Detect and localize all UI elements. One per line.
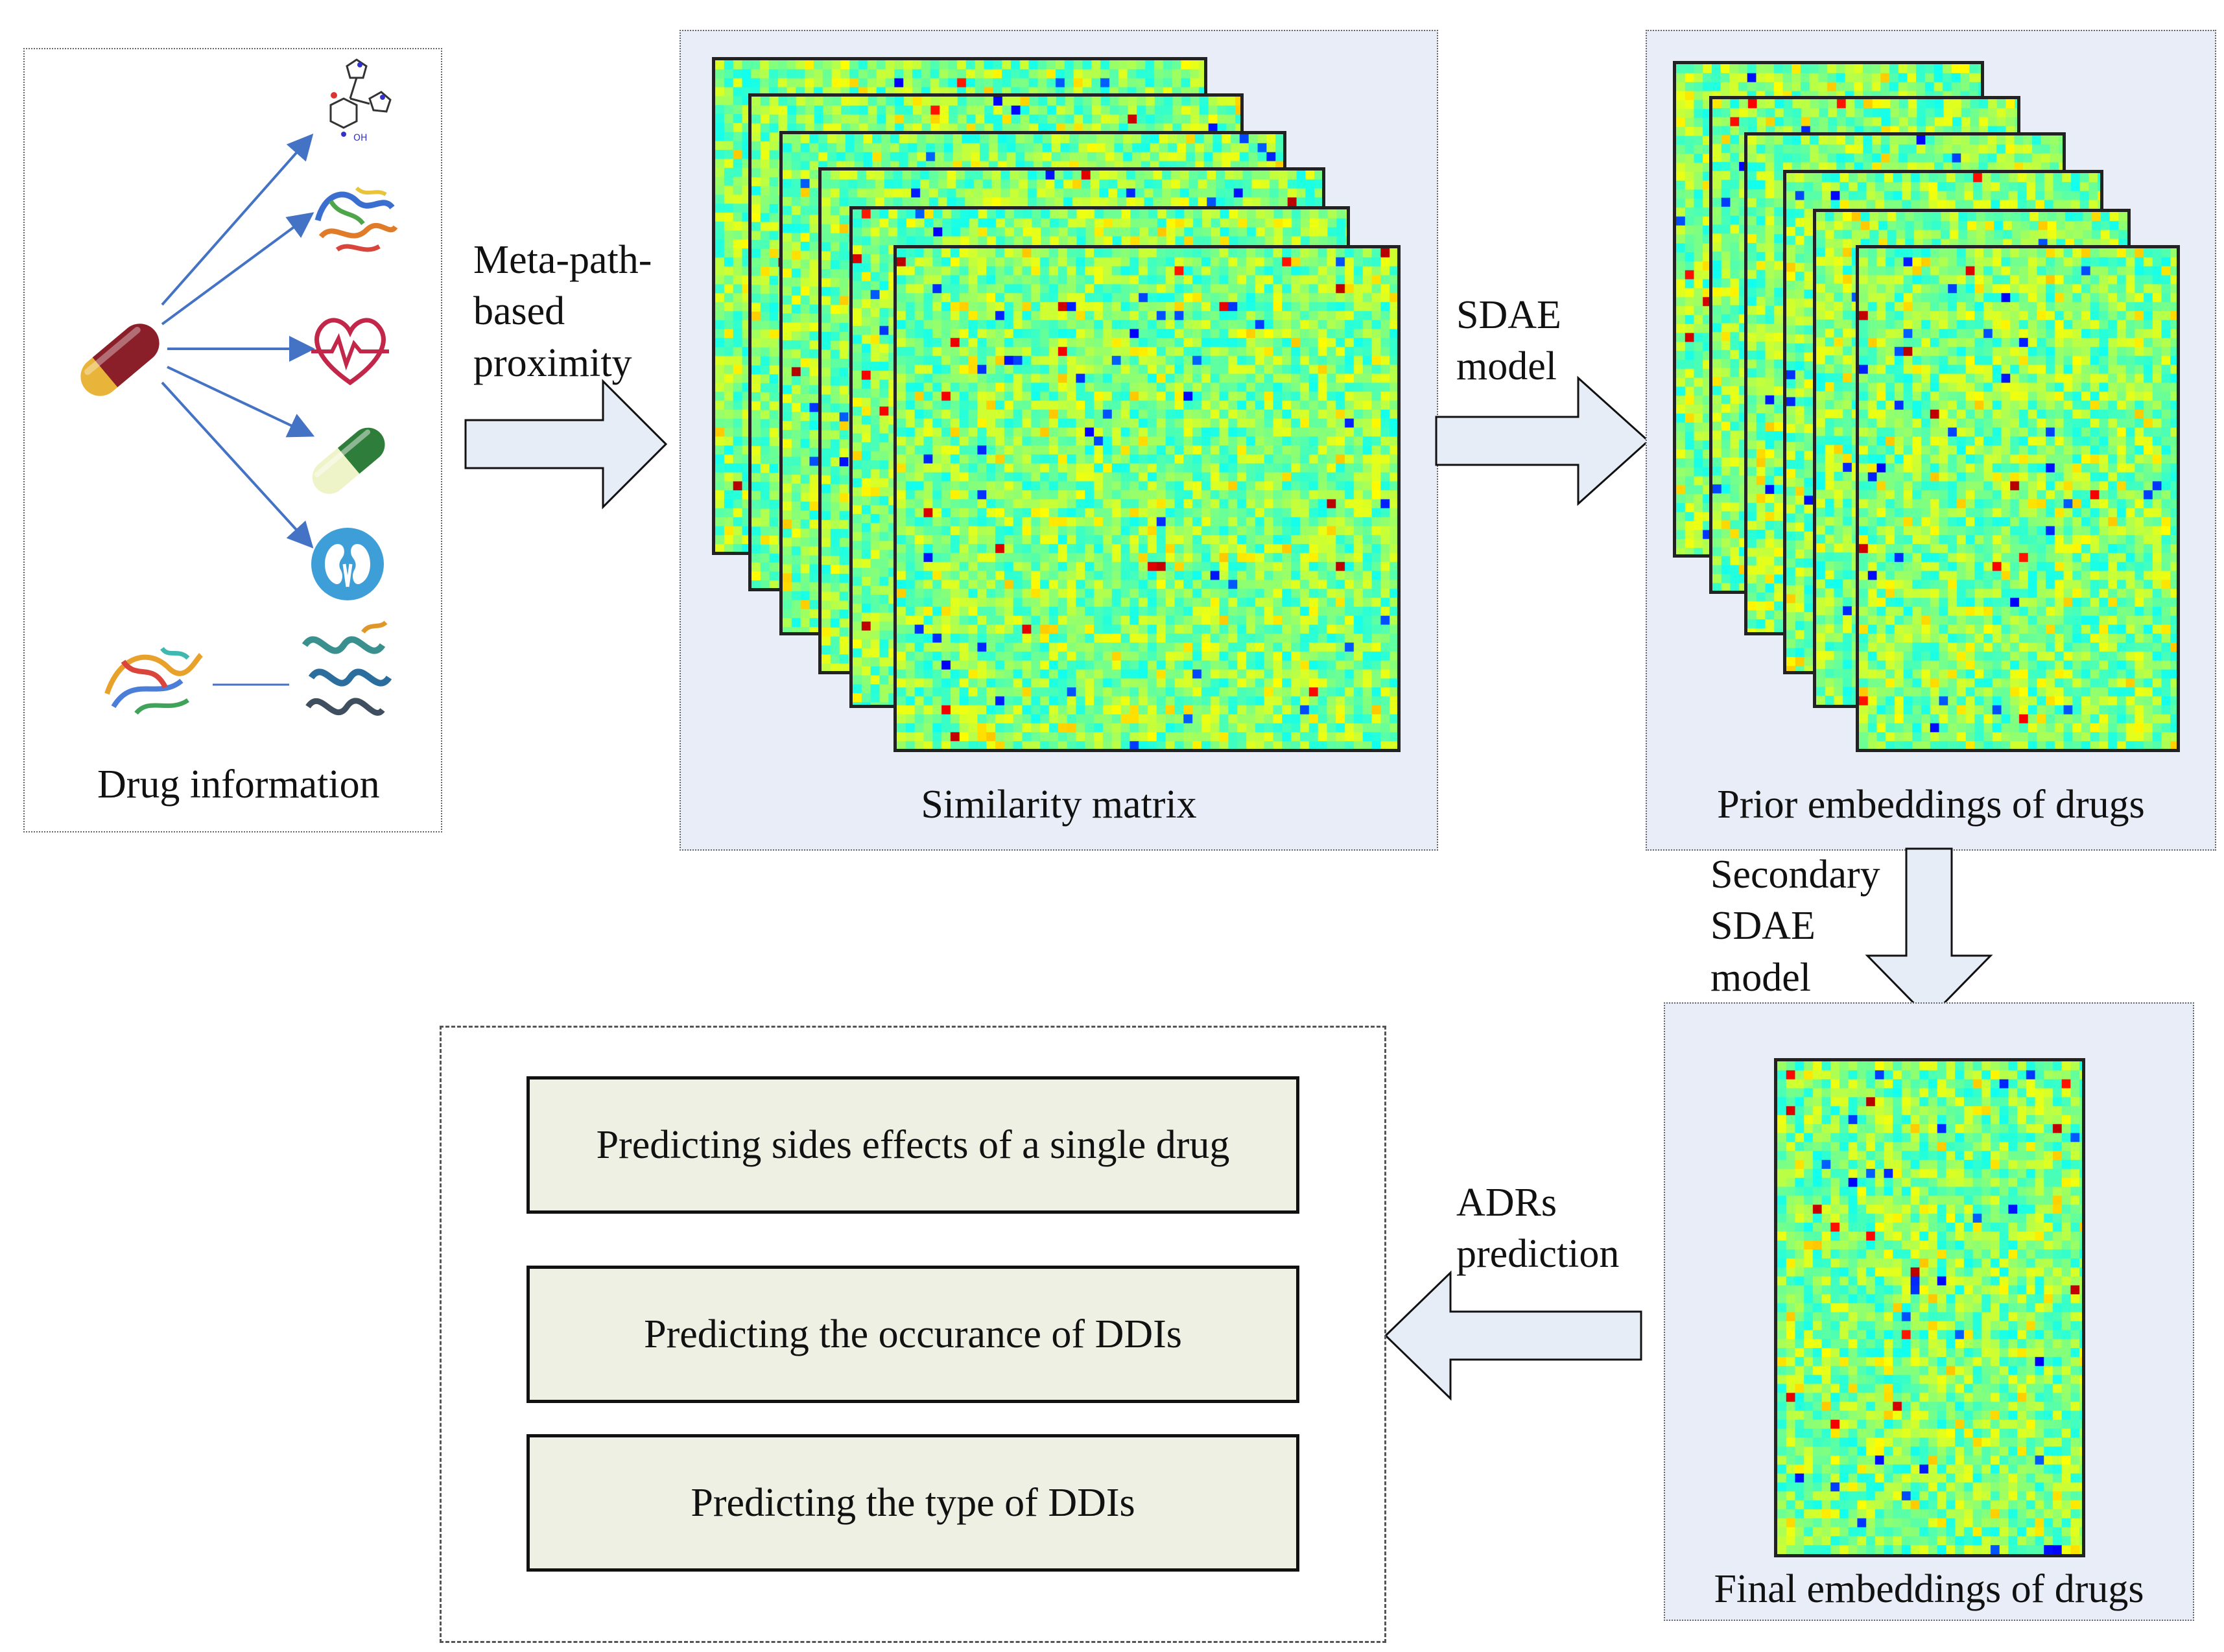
secondary-sdae-label-line-1: Secondary — [1710, 853, 1880, 897]
secondary-sdae-label-line-2: SDAE — [1710, 904, 1816, 949]
block-arrow-secondary-sdae — [1865, 847, 1993, 1021]
final-embeddings-title: Final embeddings of drugs — [1714, 1567, 2144, 1611]
task-ddi-type: Predicting the type of DDIs — [526, 1434, 1299, 1572]
block-arrow-sdae — [1435, 375, 1650, 506]
meta-path-label-line-3: proximity — [473, 340, 632, 385]
final-embedding-matrix — [1774, 1058, 2085, 1557]
adrs-prediction-label: ADRs prediction — [1456, 1177, 1619, 1280]
sdae-label: SDAE model — [1456, 290, 1561, 393]
task-single-drug-side-effects: Predicting sides effects of a single dru… — [526, 1076, 1299, 1214]
capsule-icon — [80, 324, 160, 396]
drug-information-title: Drug information — [97, 762, 380, 807]
protein-icon — [104, 646, 204, 715]
prediction-tasks-panel — [440, 1026, 1386, 1643]
protein-icon — [314, 186, 398, 252]
adrs-prediction-label-line-1: ADRs — [1456, 1181, 1557, 1225]
meta-path-label-line-1: Meta-path- — [473, 238, 652, 282]
sdae-label-line-2: model — [1456, 344, 1557, 389]
kidney-icon — [311, 528, 384, 600]
pill-icon — [312, 427, 385, 494]
similarity-matrix-front — [893, 245, 1401, 752]
meta-path-label-line-2: based — [473, 289, 565, 334]
drug-information-panel — [23, 48, 442, 832]
svg-text:OH: OH — [353, 133, 368, 143]
prior-embedding-front — [1856, 245, 2180, 752]
prior-embeddings-title: Prior embeddings of drugs — [1717, 783, 2145, 827]
heart-pulse-icon — [311, 318, 389, 386]
secondary-sdae-label-line-3: model — [1710, 955, 1811, 1000]
similarity-matrix-title: Similarity matrix — [921, 783, 1197, 827]
secondary-sdae-label: Secondary SDAE model — [1710, 849, 1880, 1004]
block-arrow-adrs-prediction — [1384, 1270, 1642, 1401]
meta-path-label: Meta-path- based proximity — [473, 235, 652, 389]
protein-helix-icon — [302, 620, 392, 716]
sdae-label-line-1: SDAE — [1456, 293, 1561, 337]
molecule-icon: OH — [329, 58, 392, 143]
block-arrow-meta-path — [464, 379, 668, 510]
task-ddi-occurrence: Predicting the occurance of DDIs — [526, 1266, 1299, 1403]
adrs-prediction-label-line-2: prediction — [1456, 1232, 1620, 1277]
